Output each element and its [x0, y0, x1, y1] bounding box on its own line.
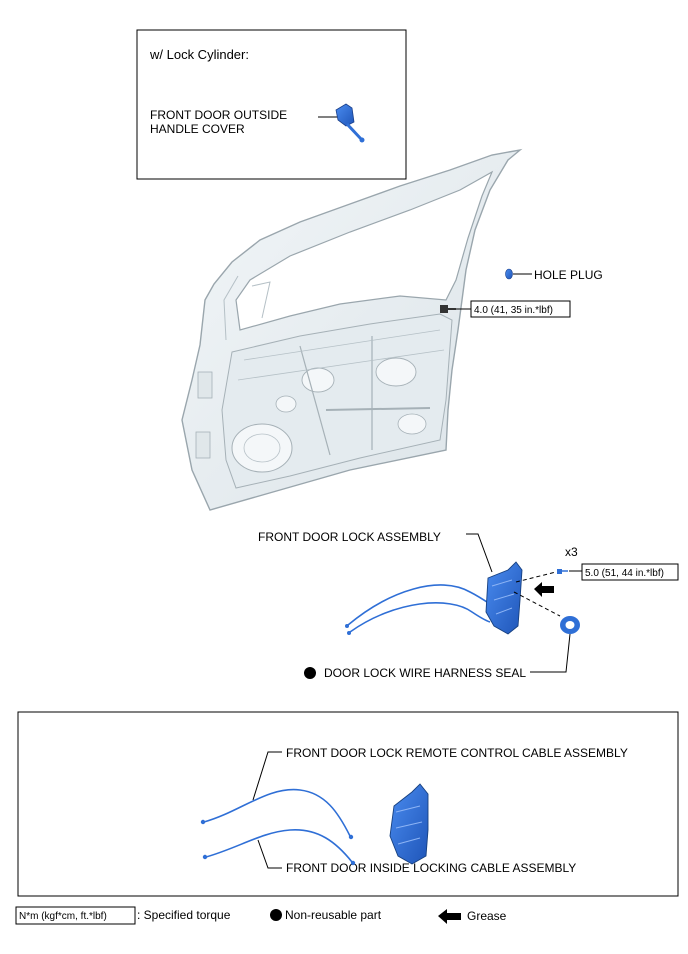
grease-arrow-icon	[534, 582, 554, 597]
screw-part	[557, 569, 568, 574]
legend: N*m (kgf*cm, ft.*lbf) : Specified torque…	[15, 906, 507, 925]
torque-callout-bolt: 4.0 (41, 35 in.*lbf)	[456, 300, 571, 318]
torque-lock-value: 5.0 (51, 44 in.*lbf)	[585, 568, 664, 579]
screw-quantity: x3	[565, 545, 578, 559]
hole-plug-label: HOLE PLUG	[534, 268, 603, 282]
harness-seal-label: DOOR LOCK WIRE HARNESS SEAL	[324, 666, 526, 680]
cable-detail-box: FRONT DOOR LOCK REMOTE CONTROL CABLE ASS…	[17, 711, 679, 897]
outside-handle-cover-label-1: FRONT DOOR OUTSIDE	[150, 108, 287, 122]
front-door-panel	[181, 148, 523, 511]
outside-handle-cover-label-2: HANDLE COVER	[150, 122, 245, 136]
harness-seal-part	[560, 616, 580, 634]
torque-callout-lock: 5.0 (51, 44 in.*lbf)	[569, 563, 679, 581]
hole-plug-part: HOLE PLUG	[505, 268, 603, 282]
legend-grease-icon	[438, 909, 461, 924]
legend-nonreusable-icon	[270, 909, 282, 921]
nonreusable-bullet-icon	[304, 667, 316, 679]
front-door-lock-assembly-part	[485, 561, 523, 635]
outside-handle-cover-part	[335, 103, 365, 143]
legend-grease-label: Grease	[467, 909, 507, 923]
lock-cables	[347, 584, 491, 633]
inside-cable-leader	[257, 839, 282, 869]
inset-heading: w/ Lock Cylinder:	[149, 47, 249, 62]
detail-lock-assembly-part	[389, 783, 429, 865]
harness-seal-leader	[530, 633, 571, 673]
legend-torque-unit: N*m (kgf*cm, ft.*lbf)	[19, 911, 107, 922]
inside-cable-label: FRONT DOOR INSIDE LOCKING CABLE ASSEMBLY	[286, 861, 576, 875]
lock-assembly-label: FRONT DOOR LOCK ASSEMBLY	[258, 530, 441, 544]
legend-torque-desc: : Specified torque	[137, 908, 231, 922]
remote-cable-leader	[252, 751, 282, 801]
lock-cylinder-inset: w/ Lock Cylinder: FRONT DOOR OUTSIDE HAN…	[136, 29, 407, 180]
remote-cable-label: FRONT DOOR LOCK REMOTE CONTROL CABLE ASS…	[286, 746, 628, 760]
legend-nonreusable-label: Non-reusable part	[285, 908, 382, 922]
door-bolt	[440, 305, 456, 313]
detail-cables	[203, 788, 353, 863]
torque-bolt-value: 4.0 (41, 35 in.*lbf)	[474, 305, 553, 316]
lock-assembly-leader	[466, 533, 493, 573]
